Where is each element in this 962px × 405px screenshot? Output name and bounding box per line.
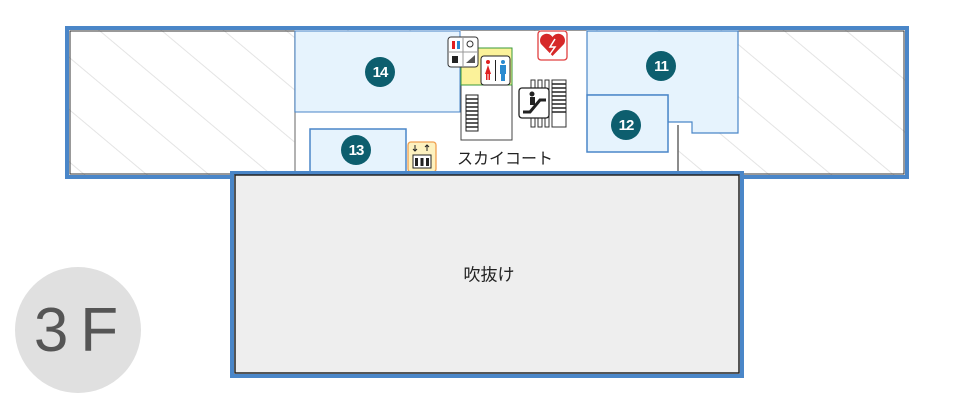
multipurpose-restroom-icon[interactable] <box>447 36 479 68</box>
sky-court-label: スカイコート <box>456 149 554 168</box>
stairs-icon <box>465 94 479 132</box>
restroom-icon[interactable] <box>480 55 511 86</box>
atrium-label: 吹抜け <box>463 265 515 286</box>
room-14-badge[interactable]: 14 <box>365 57 395 87</box>
elevator-icon[interactable] <box>407 141 437 173</box>
room-11-badge[interactable]: 11 <box>646 51 676 81</box>
atrium-outline <box>230 171 744 378</box>
room-12-badge[interactable]: 12 <box>611 110 641 140</box>
aed-icon[interactable] <box>537 30 568 61</box>
escalator-icon[interactable] <box>518 79 567 128</box>
floor-indicator: 3F <box>15 267 141 393</box>
room-13-badge[interactable]: 13 <box>341 135 371 165</box>
